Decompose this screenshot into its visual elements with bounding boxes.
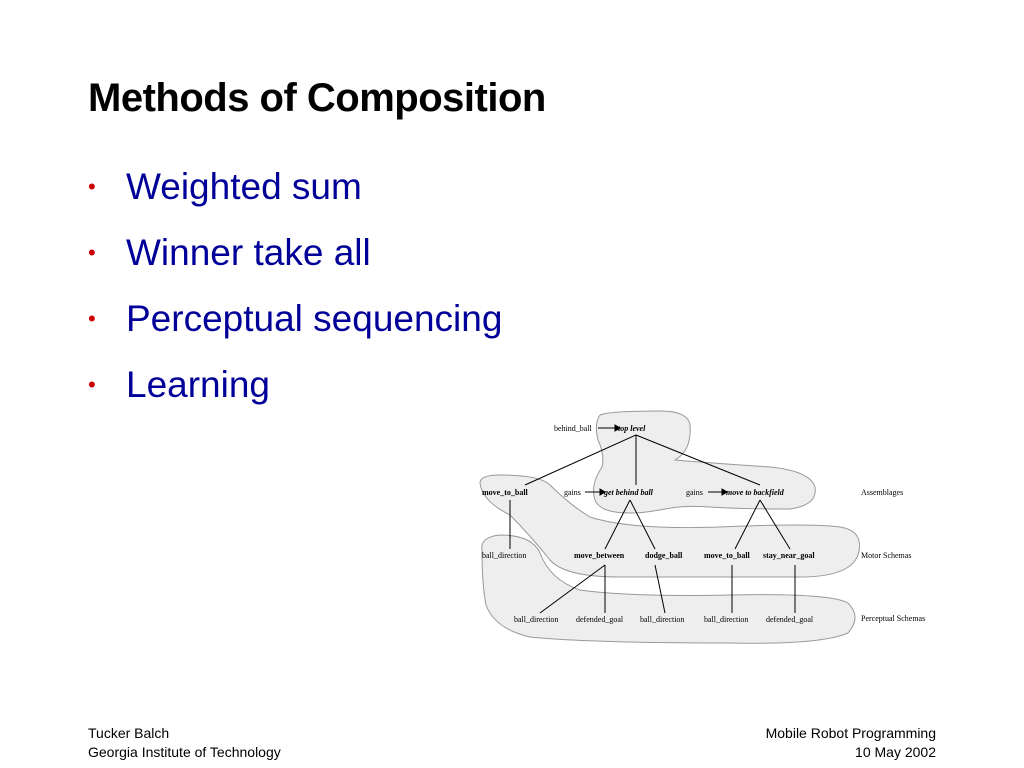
bullet-item: • Winner take all xyxy=(88,230,502,296)
slide-title: Methods of Composition xyxy=(88,76,546,120)
schema-hierarchy-diagram: behind_ball top level move_to_ball gains… xyxy=(470,405,960,650)
motor-node: dodge_ball xyxy=(645,551,683,560)
bullet-dot-icon: • xyxy=(88,306,96,331)
bullet-dot-icon: • xyxy=(88,174,96,199)
assemblage-node: move_to_ball xyxy=(482,488,529,497)
bullet-text: Learning xyxy=(126,364,271,405)
perceptual-schema-region xyxy=(481,534,856,644)
footer-author: Tucker Balch xyxy=(88,725,170,741)
bullet-dot-icon: • xyxy=(88,240,96,265)
motor-schema-region xyxy=(479,474,860,578)
motor-node: move_between xyxy=(574,551,625,560)
bullet-list: • Weighted sum • Winner take all • Perce… xyxy=(88,164,502,428)
layer-label-perceptual: Perceptual Schemas xyxy=(861,614,925,623)
layer-label-motor: Motor Schemas xyxy=(861,551,911,560)
footer-left: Tucker Balch Georgia Institute of Techno… xyxy=(88,724,281,762)
perceptual-node: ball_direction xyxy=(640,615,684,624)
motor-node: stay_near_goal xyxy=(763,551,815,560)
assemblage-node: gains xyxy=(564,488,581,497)
top-level-node: top level xyxy=(618,424,646,433)
perceptual-node: defended_goal xyxy=(766,615,814,624)
bullet-item: • Perceptual sequencing xyxy=(88,296,502,362)
assemblage-node: get behind ball xyxy=(603,488,654,497)
bullet-text: Winner take all xyxy=(126,232,371,273)
perceptual-node: ball_direction xyxy=(514,615,558,624)
bullet-item: • Weighted sum xyxy=(88,164,502,230)
bullet-text: Perceptual sequencing xyxy=(126,298,503,339)
motor-node: move_to_ball xyxy=(704,551,751,560)
perceptual-node: defended_goal xyxy=(576,615,624,624)
motor-node: ball_direction xyxy=(482,551,526,560)
bullet-item: • Learning xyxy=(88,362,502,428)
top-input-label: behind_ball xyxy=(554,424,593,433)
footer-institution: Georgia Institute of Technology xyxy=(88,744,281,760)
bullet-text: Weighted sum xyxy=(126,166,362,207)
assemblage-node: gains xyxy=(686,488,703,497)
footer-course: Mobile Robot Programming xyxy=(765,725,936,741)
footer-date: 10 May 2002 xyxy=(855,744,936,760)
assemblage-node: move to backfield xyxy=(726,488,785,497)
bullet-dot-icon: • xyxy=(88,372,96,397)
top-level-region xyxy=(593,410,816,514)
footer-right: Mobile Robot Programming 10 May 2002 xyxy=(766,724,936,762)
perceptual-node: ball_direction xyxy=(704,615,748,624)
diagram-edges xyxy=(509,424,796,614)
layer-label-assemblages: Assemblages xyxy=(861,488,903,497)
